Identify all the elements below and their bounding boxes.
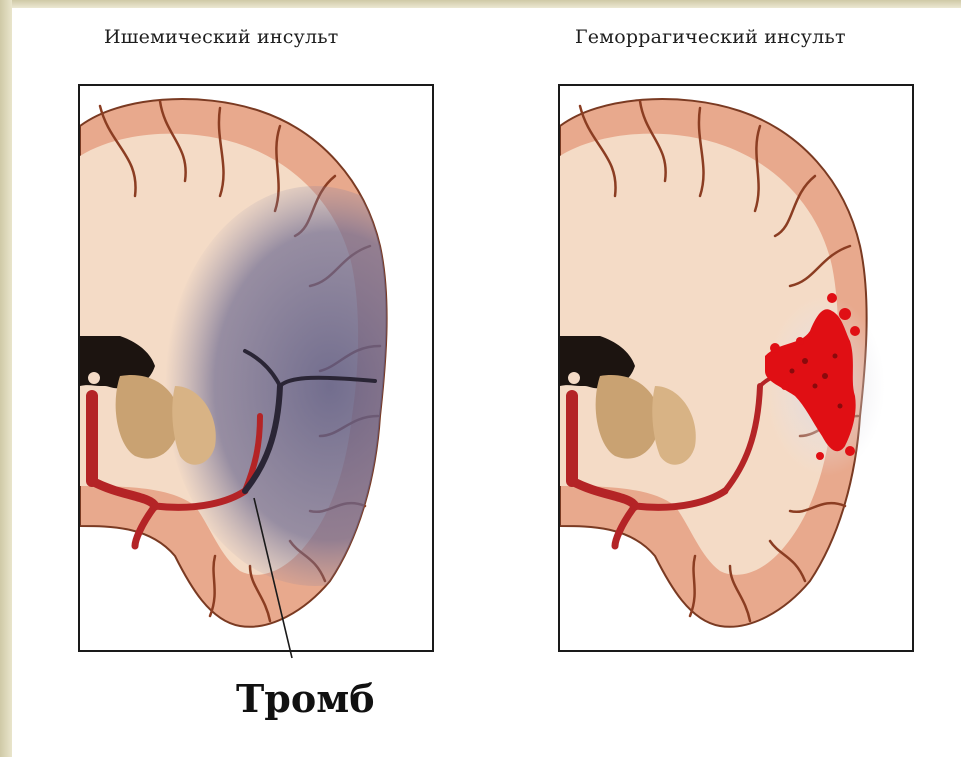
thrombus-label: Тромб [236, 676, 375, 721]
